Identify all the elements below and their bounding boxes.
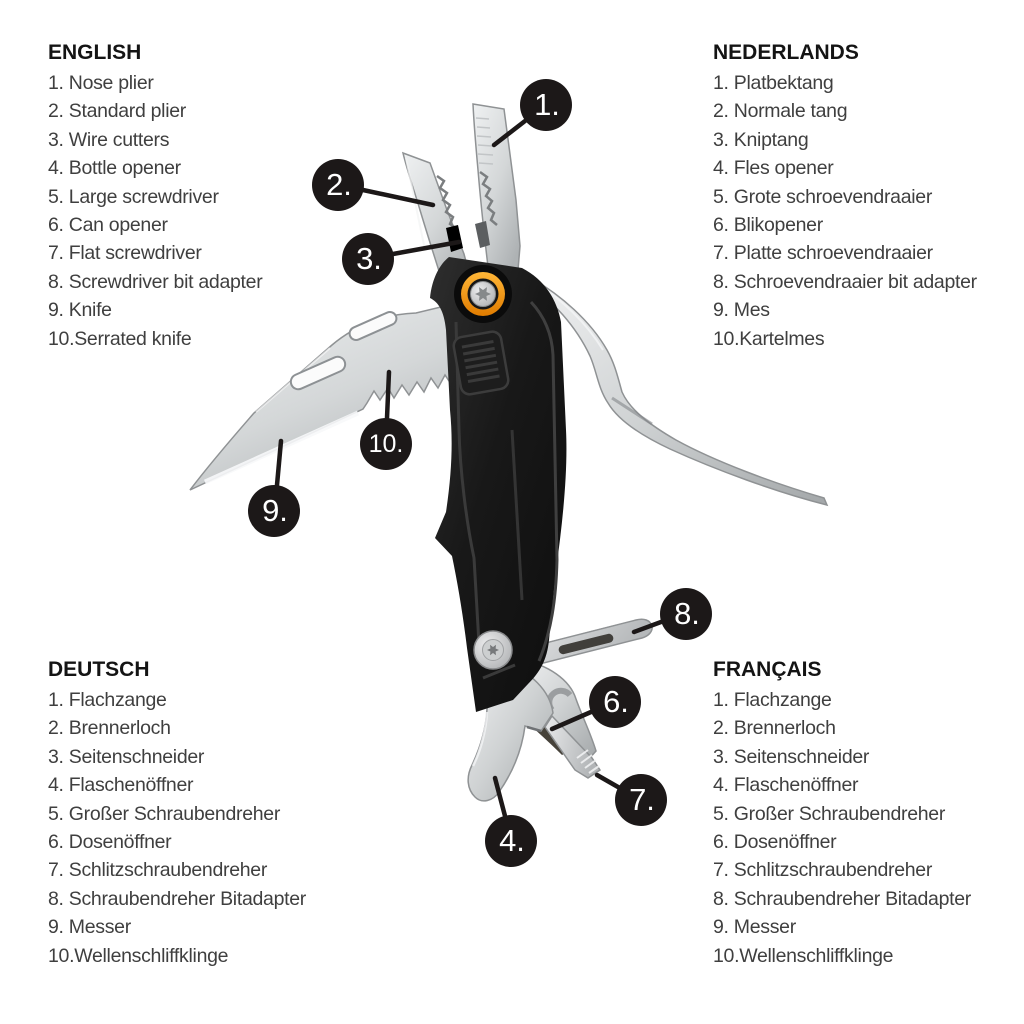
callout-4: 4.	[485, 815, 537, 867]
torx-star-icon	[475, 287, 491, 301]
list-item: 5. Großer Schraubendreher	[48, 802, 281, 825]
list-item: 10.Wellenschliffklinge	[48, 944, 229, 967]
list-item: 4. Fles opener	[713, 157, 834, 180]
callout-1: 1.	[520, 79, 572, 131]
list-item: 2. Brennerloch	[48, 717, 171, 740]
callout-2: 2.	[312, 159, 364, 211]
list-item: 8. Schraubendreher Bitadapter	[48, 887, 306, 910]
list-item: 9. Knife	[48, 299, 112, 322]
lang-heading-francais: FRANÇAIS	[713, 658, 822, 681]
list-item: 3. Seitenschneider	[713, 745, 870, 768]
lower-pivot-screw	[473, 630, 513, 670]
list-item: 1. Flachzange	[713, 689, 832, 711]
bit-adapter-slot	[558, 633, 614, 655]
leader-line-1	[491, 118, 528, 148]
leader-line-7	[594, 772, 621, 790]
list-item: 1. Nose plier	[48, 72, 154, 94]
list-item: 8. Schraubendreher Bitadapter	[713, 887, 971, 910]
wire-cutter-slot	[475, 221, 490, 248]
callout-8: 8.	[660, 588, 712, 640]
list-item: 9. Messer	[48, 916, 131, 939]
list-item: 6. Can opener	[48, 214, 168, 237]
list-item: 6. Dosenöffner	[713, 831, 837, 854]
list-item: 4. Flaschenöffner	[713, 774, 859, 797]
list-item: 7. Schlitzschraubendreher	[48, 859, 268, 882]
list-item: 4. Bottle opener	[48, 157, 181, 180]
list-item: 5. Großer Schraubendreher	[713, 802, 946, 825]
lang-block-francais: FRANÇAIS 1. Flachzange 2. Brennerloch 3.…	[713, 658, 971, 970]
list-item: 3. Kniptang	[713, 128, 809, 151]
blade-slot	[348, 310, 398, 342]
list-item: 1. Flachzange	[48, 689, 167, 711]
list-item: 3. Wire cutters	[48, 128, 170, 151]
list-item: 8. Screwdriver bit adapter	[48, 270, 263, 293]
list-item: 7. Platte schroevendraaier	[713, 242, 933, 265]
list-item: 6. Blikopener	[713, 214, 823, 237]
lang-heading-english: ENGLISH	[48, 41, 142, 64]
list-item: 2. Normale tang	[713, 100, 848, 123]
grip-pad	[452, 330, 510, 396]
lang-block-english: ENGLISH 1. Nose plier 2. Standard plier …	[48, 41, 263, 353]
lang-heading-nederlands: NEDERLANDS	[713, 41, 859, 64]
callout-7: 7.	[615, 774, 667, 826]
leader-line-9	[274, 438, 284, 488]
blade-slot	[289, 355, 347, 391]
callout-10: 10.	[360, 418, 412, 470]
jaw-serration-ticks	[475, 117, 494, 165]
list-item: 3. Seitenschneider	[48, 745, 205, 768]
list-item: 9. Mes	[713, 299, 770, 322]
list-item: 9. Messer	[713, 916, 796, 939]
list-item: 10.Serrated knife	[48, 327, 192, 350]
pivot-screw	[454, 265, 512, 323]
list-item: 10.Kartelmes	[713, 327, 825, 350]
lang-heading-deutsch: DEUTSCH	[48, 658, 150, 681]
list-item: 2. Brennerloch	[713, 717, 836, 740]
list-item: 7. Flat screwdriver	[48, 242, 202, 265]
list-item: 5. Large screwdriver	[48, 185, 219, 208]
list-item: 2. Standard plier	[48, 100, 186, 123]
list-item: 6. Dosenöffner	[48, 831, 172, 854]
leader-line-3	[390, 239, 462, 257]
list-item: 7. Schlitzschraubendreher	[713, 859, 933, 882]
list-item: 1. Platbektang	[713, 72, 834, 94]
flat-screwdriver	[544, 714, 602, 779]
callout-3: 3.	[342, 233, 394, 285]
list-item: 5. Grote schroevendraaier	[713, 185, 933, 208]
list-item: 10.Wellenschliffklinge	[713, 944, 894, 967]
list-item: 4. Flaschenöffner	[48, 774, 194, 797]
callout-9: 9.	[248, 485, 300, 537]
leader-line-2	[360, 187, 436, 208]
leader-line-6	[549, 709, 594, 732]
leader-lines	[274, 118, 664, 819]
leader-line-10	[384, 369, 392, 421]
handle	[430, 257, 567, 712]
lang-block-nederlands: NEDERLANDS 1. Platbektang 2. Normale tan…	[713, 41, 977, 353]
leader-line-4	[492, 775, 508, 819]
screwdriver-tip-ridges	[576, 749, 600, 774]
lang-block-deutsch: DEUTSCH 1. Flachzange 2. Brennerloch 3. …	[48, 658, 306, 970]
leader-line-8	[631, 619, 664, 635]
callout-6: 6.	[589, 676, 641, 728]
list-item: 8. Schroevendraaier bit adapter	[713, 270, 977, 293]
torx-star-icon	[487, 644, 499, 656]
